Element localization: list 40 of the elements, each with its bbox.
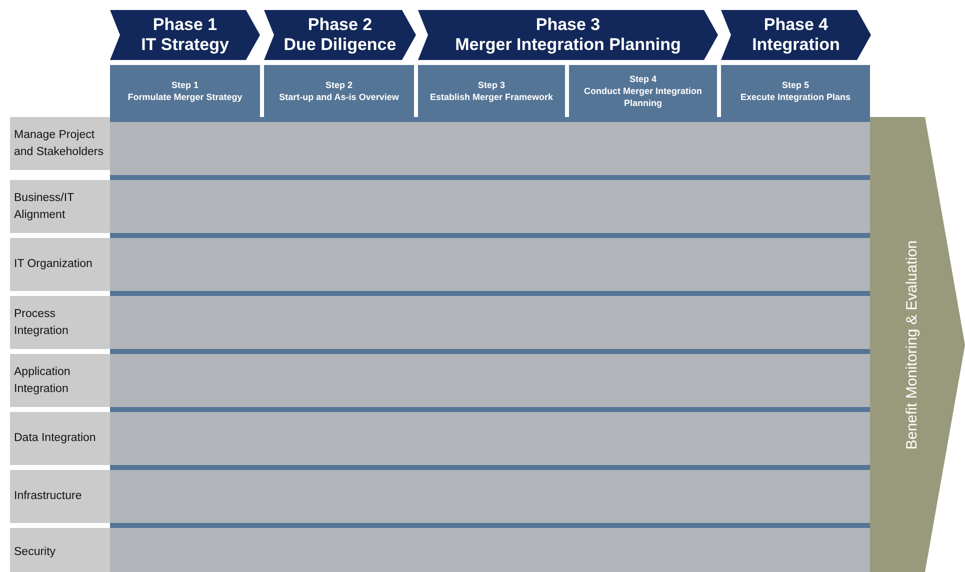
row-label: Application Integration xyxy=(14,364,72,396)
step-box xyxy=(110,65,260,117)
row-label: Business/IT Alignment xyxy=(14,190,75,222)
row-label: Manage Project and Stakeholders xyxy=(14,128,105,160)
step-box xyxy=(264,65,414,117)
row-label: Data Integration xyxy=(14,431,97,446)
step-label: Step 2 xyxy=(325,79,352,91)
phase-label: Phase 2 xyxy=(308,15,372,35)
phase-label: Integration xyxy=(752,35,840,55)
phase-label: IT Strategy xyxy=(141,35,229,55)
step-label: Conduct Merger Integration Planning xyxy=(582,85,703,109)
benefit-label: Benefit Monitoring & Evaluation xyxy=(904,240,920,450)
step-label: Establish Merger Framework xyxy=(430,91,554,103)
step-box xyxy=(418,65,565,117)
row-label: Process Integration xyxy=(14,306,70,338)
phase-label: Phase 4 xyxy=(764,15,828,35)
step-label: Step 1 xyxy=(171,79,198,91)
row-label: IT Organization xyxy=(14,257,94,272)
row-label: Security xyxy=(14,545,57,560)
phase-label: Due Diligence xyxy=(284,35,396,55)
row-label: Infrastructure xyxy=(14,489,83,504)
phase-label: Phase 3 xyxy=(536,15,600,35)
row-header xyxy=(10,117,110,170)
phase-label: Phase 1 xyxy=(152,15,218,35)
step-box xyxy=(721,65,870,117)
row-header xyxy=(10,180,110,233)
step-box xyxy=(569,65,717,117)
row-header xyxy=(10,354,110,407)
step-label: Formulate Merger Strategy xyxy=(128,91,242,103)
row-header xyxy=(10,470,110,523)
step-label: Step 5 xyxy=(782,79,809,91)
step-label: Step 3 xyxy=(478,79,505,91)
step-label: Start-up and As-is Overview xyxy=(279,91,399,103)
step-label: Step 4 xyxy=(629,73,656,85)
phase-label: Merger Integration Planning xyxy=(455,35,681,55)
row-header xyxy=(10,238,110,291)
step-label: Execute Integration Plans xyxy=(740,91,851,103)
row-header xyxy=(10,412,110,465)
row-header xyxy=(10,528,110,572)
row-header xyxy=(10,296,110,349)
